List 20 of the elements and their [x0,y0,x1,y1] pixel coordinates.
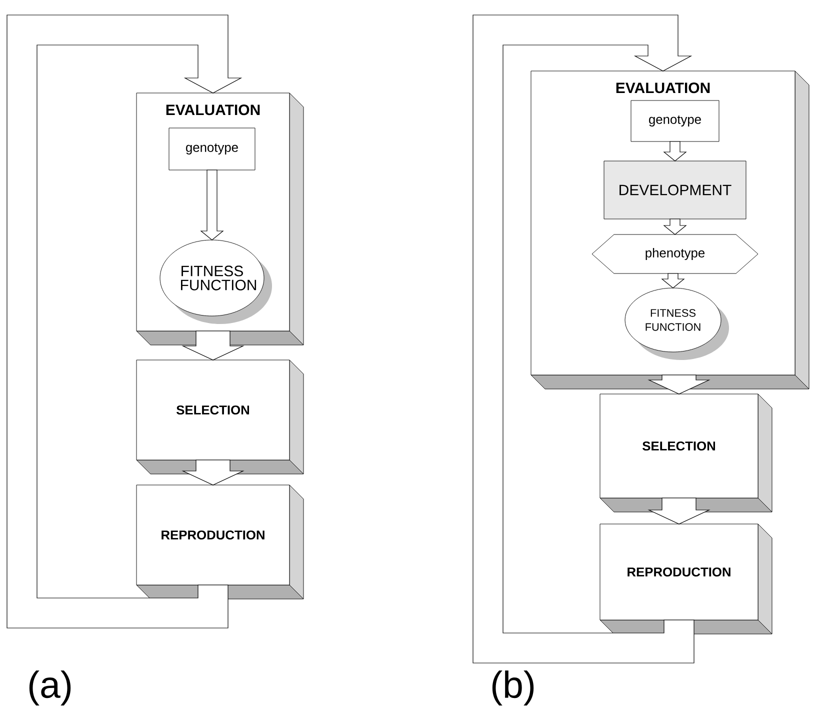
block-arrow [661,273,685,288]
process-box: REPRODUCTION [136,484,304,600]
block-arrow [472,14,694,664]
process-box: SELECTION [136,360,304,474]
panel-label: (b) [488,669,538,707]
process-box: REPRODUCTION [600,524,772,634]
block-arrow [6,14,242,628]
data-box: genotype [168,128,256,170]
phenotype-hexagon: phenotype [592,234,758,274]
block-arrow [182,460,244,486]
block-arrow [663,141,687,162]
block-arrow [200,170,224,240]
block-arrow [663,218,687,235]
data-box: genotype [630,100,720,142]
process-box: SELECTION [600,394,772,512]
block-arrow [648,498,710,524]
block-arrow [182,330,244,360]
panel-label: (a) [26,669,74,707]
process-box: DEVELOPMENT [604,160,746,220]
block-arrow [648,374,710,394]
